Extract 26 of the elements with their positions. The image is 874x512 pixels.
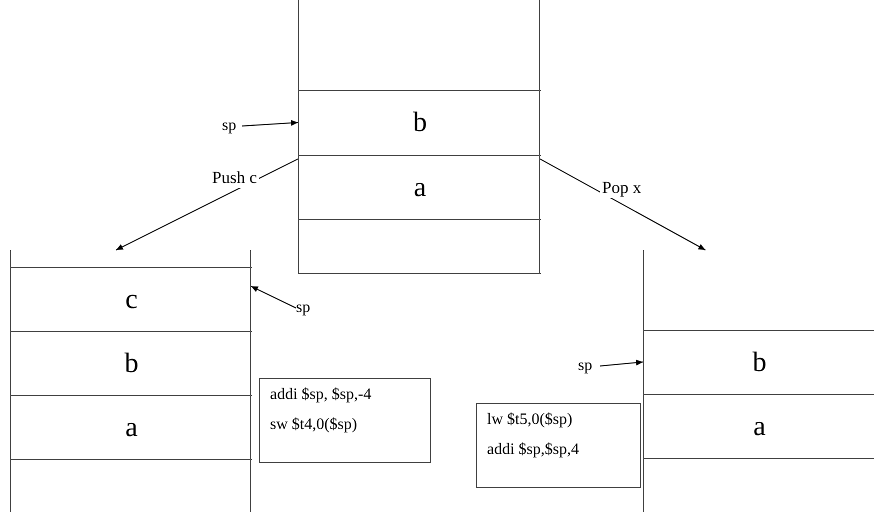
stack-slot: a: [644, 394, 874, 458]
code-box: [476, 403, 641, 488]
stack-slot: c: [11, 267, 252, 331]
code-line: addi $sp,$sp,4: [487, 440, 580, 460]
stack-slot: b: [299, 90, 541, 155]
stack-slot: a: [299, 155, 541, 219]
code-box: [259, 378, 431, 463]
pointer-label: sp: [222, 116, 242, 136]
arrow: [600, 360, 644, 366]
stack-column: [10, 250, 251, 512]
stack-column: [298, 0, 540, 274]
stack-slot: b: [644, 330, 874, 394]
arrow: [250, 286, 296, 308]
pointer-label: sp: [296, 298, 320, 318]
arrow: [116, 158, 298, 250]
code-line: lw $t5,0($sp): [487, 410, 574, 430]
stack-column: [643, 250, 874, 512]
arrow: [242, 120, 298, 126]
edge-label: Push c: [210, 168, 259, 188]
code-line: sw $t4,0($sp): [270, 415, 358, 435]
arrow: [540, 158, 706, 250]
stack-slot: b: [11, 331, 252, 395]
code-line: addi $sp, $sp,-4: [270, 385, 372, 405]
pointer-label: sp: [578, 356, 600, 376]
stack-slot: a: [11, 395, 252, 459]
empty-stack-slot: [299, 219, 541, 274]
